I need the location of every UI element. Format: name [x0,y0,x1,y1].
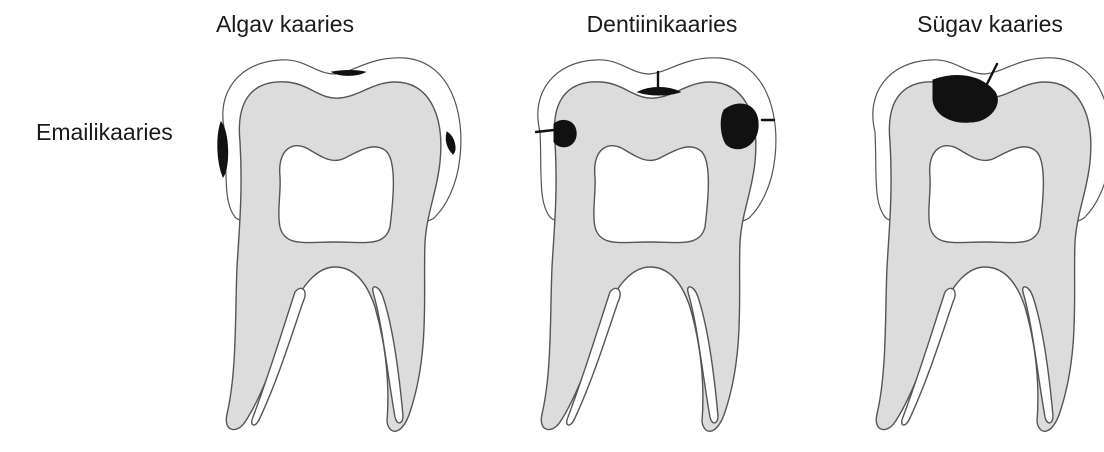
tooth-initial-caries [218,58,461,431]
tooth-deep-caries [873,58,1104,431]
lesion-left [554,120,576,146]
lesion-right [721,104,758,149]
tooth-dentin-caries [536,58,776,431]
